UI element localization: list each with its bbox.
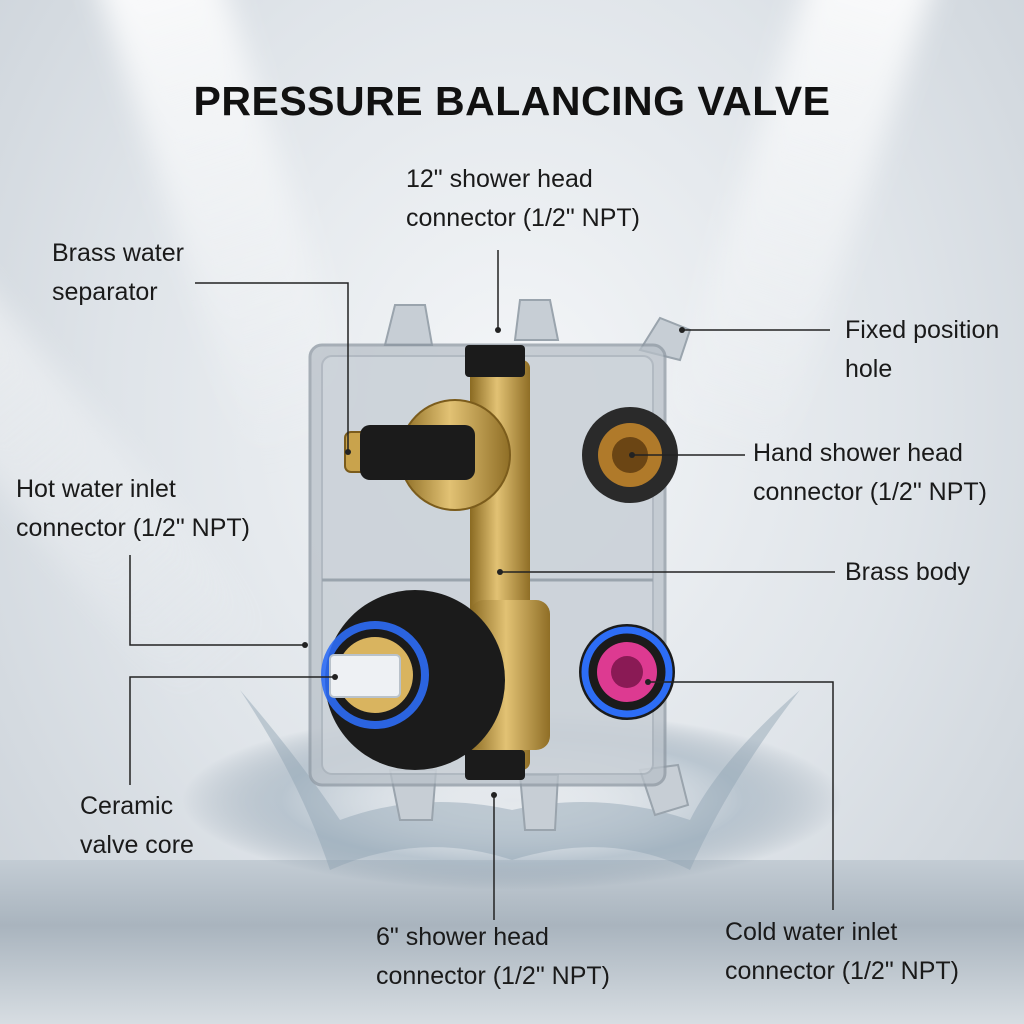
label-ceramic-core: Ceramic valve core xyxy=(80,787,194,865)
ceramic-valve-core xyxy=(329,654,401,698)
label-line: hole xyxy=(845,355,893,383)
label-cold-inlet: Cold water inlet connector (1/2" NPT) xyxy=(725,913,959,991)
label-line: Cold water inlet xyxy=(725,918,898,946)
label-12in-connector: 12" shower head connector (1/2" NPT) xyxy=(406,160,640,238)
label-line: Brass water xyxy=(52,239,184,267)
label-line: Fixed position xyxy=(845,316,1000,344)
label-line: connector (1/2" NPT) xyxy=(376,962,610,990)
brass-water-separator xyxy=(344,425,475,480)
label-6in-connector: 6" shower head connector (1/2" NPT) xyxy=(376,918,610,996)
label-line: connector (1/2" NPT) xyxy=(753,478,987,506)
label-brass-body: Brass body xyxy=(845,553,970,592)
label-line: 12" shower head xyxy=(406,165,593,193)
label-line: connector (1/2" NPT) xyxy=(16,514,250,542)
hot-water-inlet xyxy=(321,590,505,770)
label-line: connector (1/2" NPT) xyxy=(406,204,640,232)
label-line: Ceramic xyxy=(80,792,174,820)
label-line: connector (1/2" NPT) xyxy=(725,957,959,985)
label-brass-separator: Brass water separator xyxy=(52,234,184,312)
label-line: 6" shower head xyxy=(376,923,549,951)
cold-water-inlet xyxy=(579,624,675,720)
label-line: Hot water inlet xyxy=(16,475,176,503)
label-line: valve core xyxy=(80,831,194,859)
leader-lines xyxy=(129,250,835,920)
leader-separator xyxy=(195,282,349,452)
label-fixed-hole: Fixed position hole xyxy=(845,311,999,389)
page-title: PRESSURE BALANCING VALVE xyxy=(193,78,831,124)
leader-cold-inlet xyxy=(648,681,834,910)
leader-ceramic xyxy=(129,676,335,785)
label-line: Brass body xyxy=(845,558,971,586)
label-line: Hand shower head xyxy=(753,439,963,467)
label-hand-shower: Hand shower head connector (1/2" NPT) xyxy=(753,434,987,512)
leader-hot-inlet xyxy=(129,555,305,646)
leader-dots xyxy=(302,327,685,798)
water-crown xyxy=(240,690,800,870)
label-hot-inlet: Hot water inlet connector (1/2" NPT) xyxy=(16,470,250,548)
label-line: separator xyxy=(52,278,158,306)
